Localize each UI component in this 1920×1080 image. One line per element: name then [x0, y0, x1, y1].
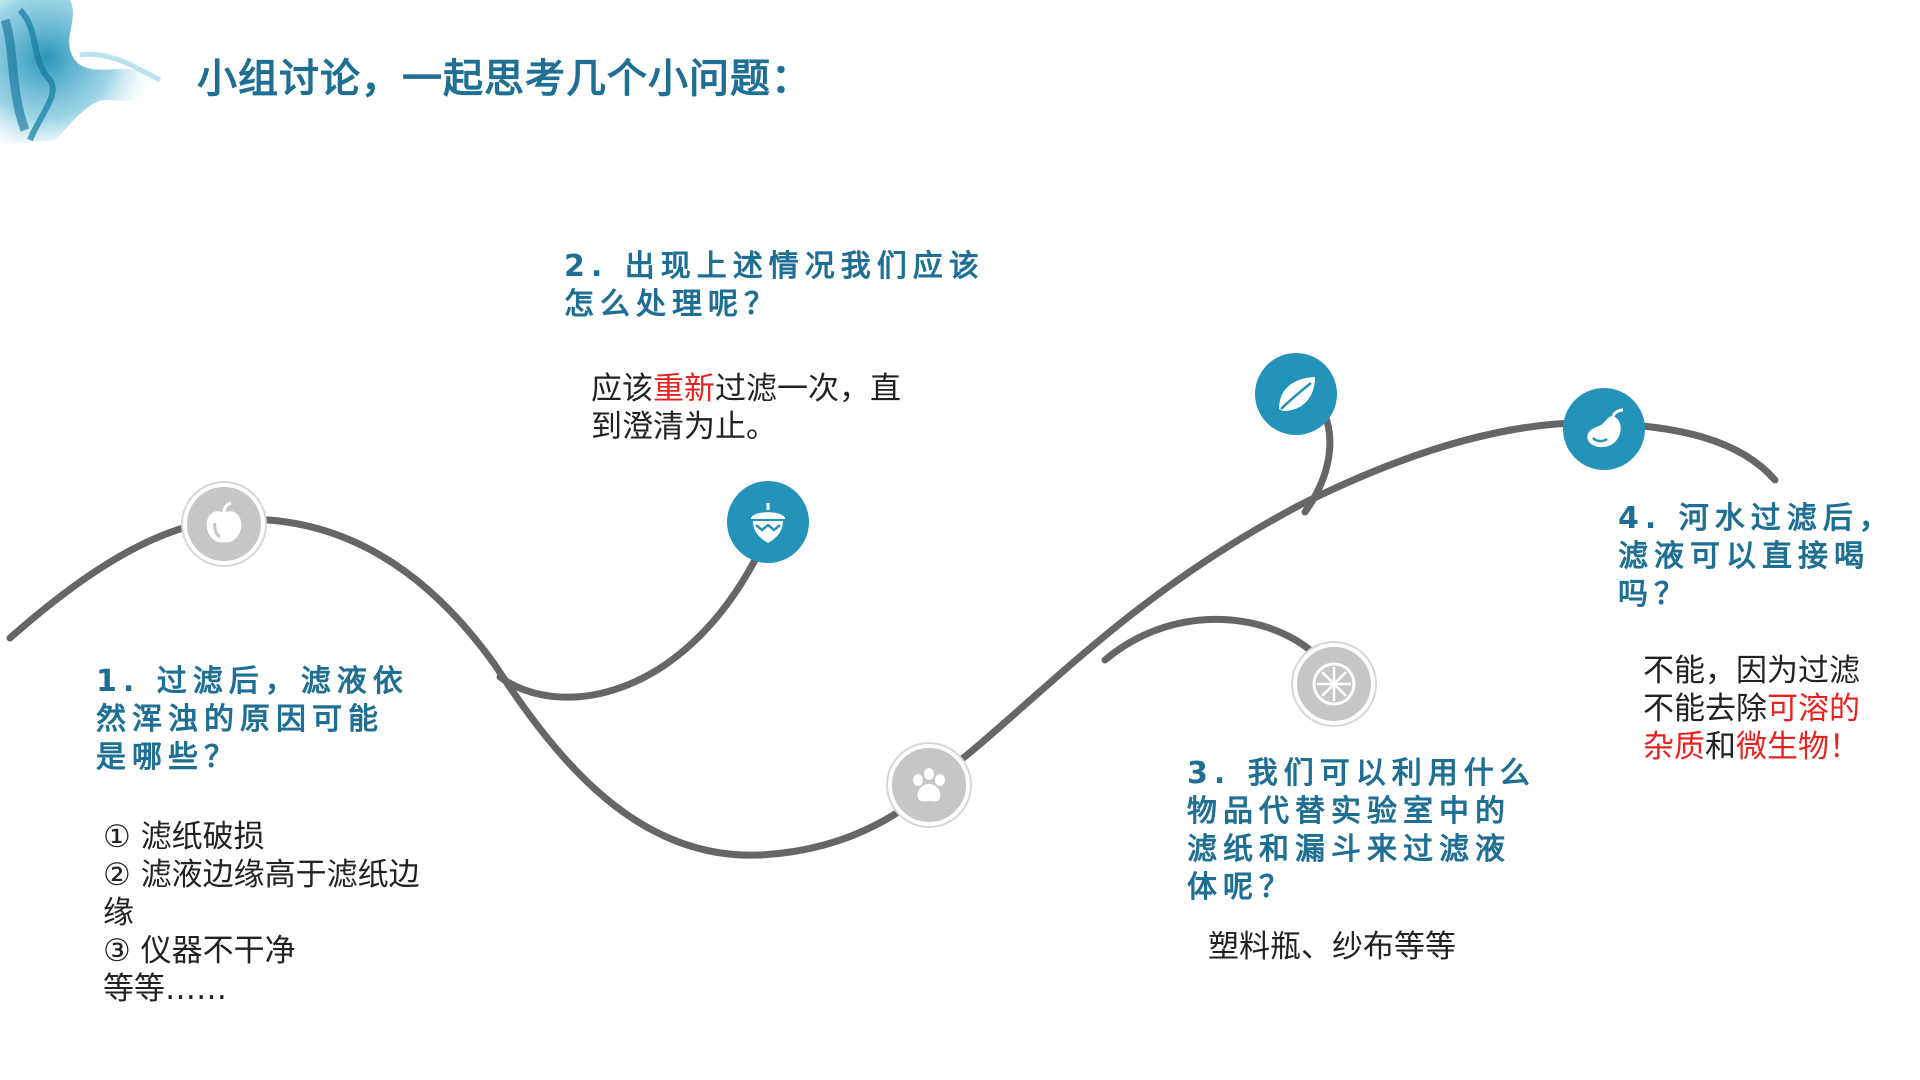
watercolor-corner-decoration	[0, 0, 162, 145]
highlight-text: 微生物！	[1736, 729, 1860, 765]
fruit-icon	[183, 483, 265, 565]
leaf-icon	[1255, 353, 1337, 435]
question-2-line: 2. 出现上述情况我们应该	[564, 249, 985, 284]
highlight-text: 杂质	[1643, 729, 1705, 765]
citrus-slice-icon	[1293, 643, 1375, 725]
question-1-line: 然浑浊的原因可能	[96, 702, 384, 737]
answer-4: 不能，因为过滤 不能去除可溶的 杂质和微生物！	[1643, 652, 1860, 766]
acorn-icon	[727, 481, 809, 563]
answer-1: ① 滤纸破损 ② 滤液边缘高于滤纸边 缘 ③ 仪器不干净 等等……	[103, 818, 420, 1008]
question-4: 4. 河水过滤后， 滤液可以直接喝 吗？	[1618, 500, 1908, 614]
answer-1-line: ③ 仪器不干净	[103, 933, 296, 969]
answer-1-line: ① 滤纸破损	[103, 819, 265, 855]
question-2: 2. 出现上述情况我们应该 怎么处理呢？	[564, 248, 1024, 324]
answer-4-line-2: 不能去除可溶的	[1643, 691, 1860, 727]
answer-2-line-1: 应该重新过滤一次，直	[591, 371, 901, 407]
question-1-line: 是哪些？	[96, 740, 240, 775]
answer-2-line-2: 到澄清为止。	[591, 409, 777, 445]
question-2-line: 怎么处理呢？	[564, 287, 780, 322]
question-3-line: 3. 我们可以利用什么	[1187, 756, 1536, 791]
answer-1-line: 等等……	[103, 971, 227, 1007]
page-title: 小组讨论，一起思考几个小问题：	[197, 56, 812, 102]
question-3-line: 物品代替实验室中的	[1187, 794, 1511, 829]
answer-3-line: 塑料瓶、纱布等等	[1208, 929, 1456, 965]
question-3-line: 滤纸和漏斗来过滤液	[1187, 832, 1511, 867]
highlight-text: 可溶的	[1767, 691, 1860, 727]
question-4-line: 4. 河水过滤后，	[1618, 501, 1895, 536]
answer-3: 塑料瓶、纱布等等	[1208, 928, 1456, 966]
question-4-line: 吗？	[1618, 577, 1690, 612]
question-3-line: 体呢？	[1187, 870, 1295, 905]
answer-4-line-1: 不能，因为过滤	[1643, 653, 1860, 689]
answer-2: 应该重新过滤一次，直 到澄清为止。	[591, 370, 901, 446]
question-3: 3. 我们可以利用什么 物品代替实验室中的 滤纸和漏斗来过滤液 体呢？	[1187, 755, 1567, 907]
question-1: 1. 过滤后，滤液依 然浑浊的原因可能 是哪些？	[96, 663, 456, 777]
highlight-text: 重新	[653, 371, 715, 407]
answer-1-line: 缘	[103, 895, 134, 931]
answer-1-line: ② 滤液边缘高于滤纸边	[103, 857, 420, 893]
question-1-line: 1. 过滤后，滤液依	[96, 664, 409, 699]
answer-4-line-3: 杂质和微生物！	[1643, 729, 1860, 765]
eggplant-icon	[1563, 388, 1645, 470]
question-4-line: 滤液可以直接喝	[1618, 539, 1870, 574]
paw-icon	[888, 744, 970, 826]
